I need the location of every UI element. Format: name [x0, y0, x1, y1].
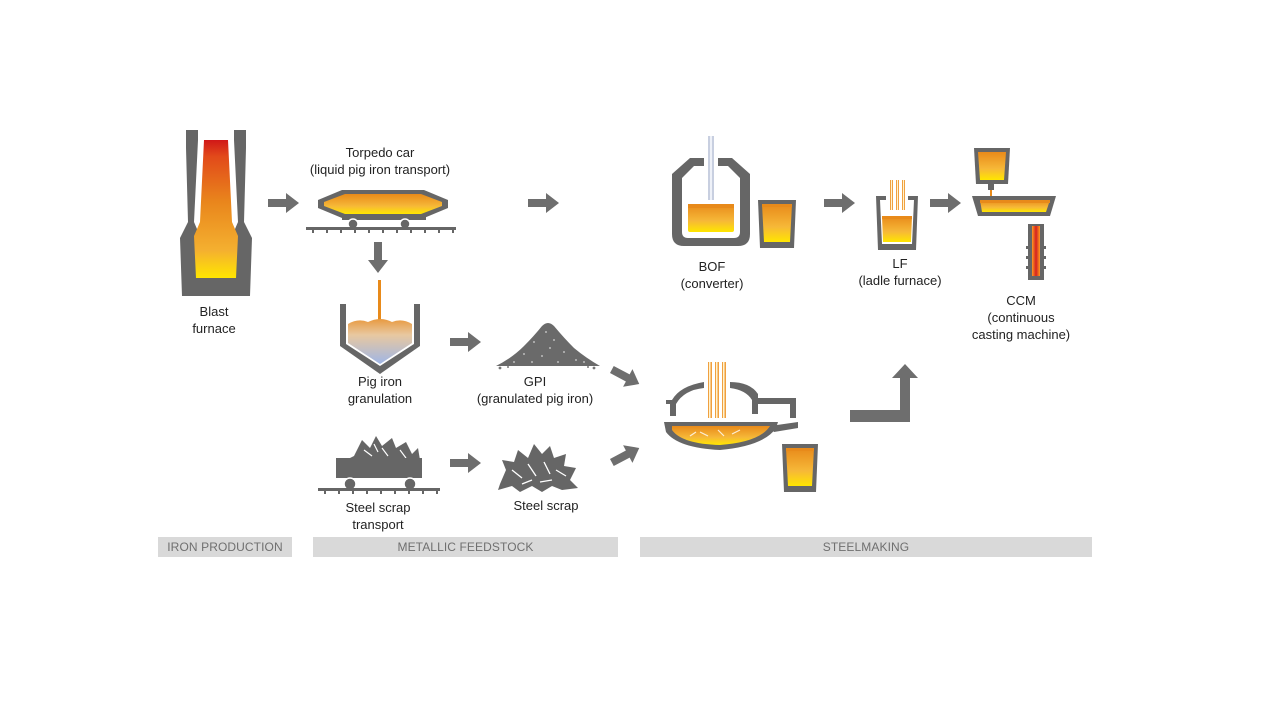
flow-arrow — [528, 193, 559, 213]
flow-arrow — [450, 453, 481, 473]
blast-furnace-label: Blast furnace — [192, 304, 236, 336]
steel-scrap-label: Steel scrap — [513, 498, 579, 513]
flow-arrow — [268, 193, 299, 213]
flow-arrow — [850, 364, 918, 422]
steel-scrap-icon — [498, 444, 578, 492]
bof-label: BOF (converter) — [680, 259, 744, 291]
torpedo-car-label: Torpedo car (liquid pig iron transport) — [309, 145, 451, 177]
gpi-pile-icon — [496, 323, 600, 370]
blast-furnace-icon — [180, 130, 252, 296]
section-metallic-feedstock: METALLIC FEEDSTOCK — [313, 537, 618, 557]
steel-scrap-transport-icon — [318, 436, 440, 494]
flow-arrow — [930, 193, 961, 213]
lf-label: LF (ladle furnace) — [858, 256, 942, 288]
section-steelmaking: STEELMAKING — [640, 537, 1092, 557]
ladle-furnace-icon — [876, 180, 918, 250]
pig-iron-granulation-icon — [340, 280, 420, 374]
ccm-label: CCM (continuous casting machine) — [971, 293, 1071, 342]
gpi-label: GPI (granulated pig iron) — [476, 374, 594, 406]
torpedo-car-icon — [306, 190, 456, 233]
flow-arrow — [824, 193, 855, 213]
steel-scrap-transport-label: Steel scrap transport — [345, 500, 411, 532]
flow-arrow — [450, 332, 481, 352]
eaf-furnace-icon — [664, 362, 818, 492]
bof-converter-icon — [672, 136, 796, 248]
pig-iron-granulation-label: Pig iron granulation — [347, 374, 413, 406]
flow-arrow — [607, 362, 644, 392]
flow-arrow — [607, 440, 644, 470]
flow-arrow — [368, 242, 388, 273]
ccm-icon — [972, 148, 1056, 280]
section-iron-production: IRON PRODUCTION — [158, 537, 292, 557]
